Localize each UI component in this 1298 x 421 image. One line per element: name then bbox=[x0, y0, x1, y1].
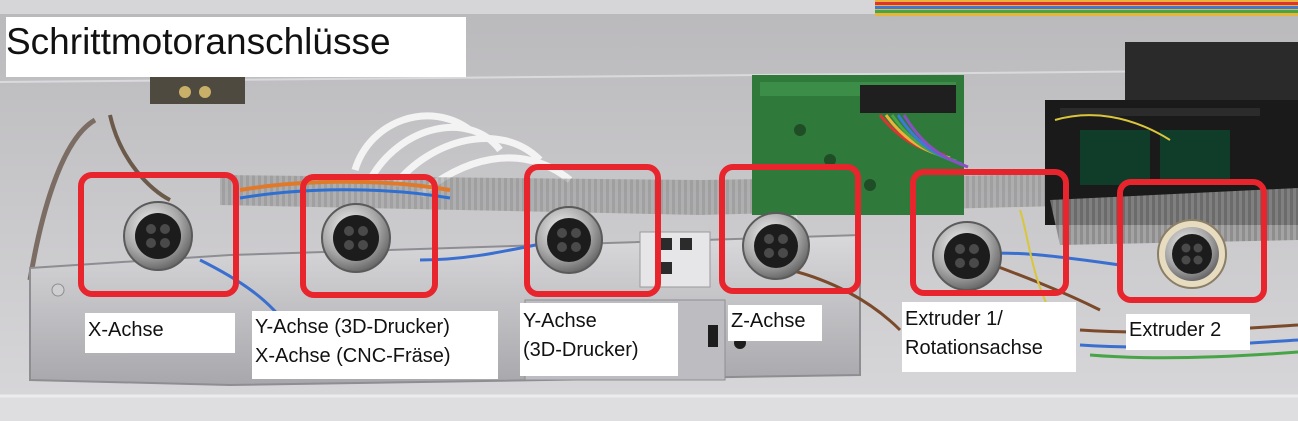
title-box: Schrittmotoranschlüsse bbox=[6, 17, 466, 77]
stepper-connector-icon bbox=[742, 212, 810, 280]
label-line: (3D-Drucker) bbox=[523, 339, 639, 361]
label-line: Z-Achse bbox=[731, 310, 806, 332]
label-x-axis: X-Achse bbox=[85, 313, 235, 353]
page-title: Schrittmotoranschlüsse bbox=[6, 21, 391, 62]
highlight-box-extruder-1 bbox=[910, 169, 1069, 296]
highlight-box-y-axis-cnc bbox=[300, 174, 438, 298]
label-z-axis: Z-Achse bbox=[728, 305, 822, 341]
highlight-box-x-axis bbox=[78, 172, 239, 297]
label-extruder-2: Extruder 2 bbox=[1126, 314, 1250, 350]
label-line: Extruder 2 bbox=[1129, 319, 1222, 341]
label-line: Y-Achse (3D-Drucker) bbox=[255, 316, 450, 338]
stepper-connector-icon bbox=[535, 206, 603, 274]
stepper-connector-icon bbox=[932, 221, 1002, 291]
stepper-connector-icon bbox=[321, 203, 391, 273]
label-line: Rotationsachse bbox=[905, 337, 1043, 359]
label-y-axis-3d: Y-Achse (3D-Drucker) bbox=[520, 303, 678, 376]
stepper-connector-icon bbox=[1157, 219, 1227, 289]
label-line: X-Achse (CNC-Fräse) bbox=[255, 345, 451, 367]
label-line: Y-Achse bbox=[523, 310, 597, 332]
label-extruder-1: Extruder 1/ Rotationsachse bbox=[902, 302, 1076, 372]
rainbow-ribbon-cable bbox=[875, 0, 1298, 16]
label-line: Extruder 1/ bbox=[905, 308, 1003, 330]
stepper-connector-icon bbox=[123, 201, 193, 271]
label-line: X-Achse bbox=[88, 319, 164, 341]
highlight-box-z-axis bbox=[719, 164, 861, 294]
small-pcb bbox=[150, 72, 245, 104]
highlight-box-y-axis bbox=[524, 164, 661, 297]
highlight-box-extruder-2 bbox=[1117, 179, 1267, 303]
label-y-axis-3d-x-axis-cnc: Y-Achse (3D-Drucker) X-Achse (CNC-Fräse) bbox=[252, 311, 498, 379]
